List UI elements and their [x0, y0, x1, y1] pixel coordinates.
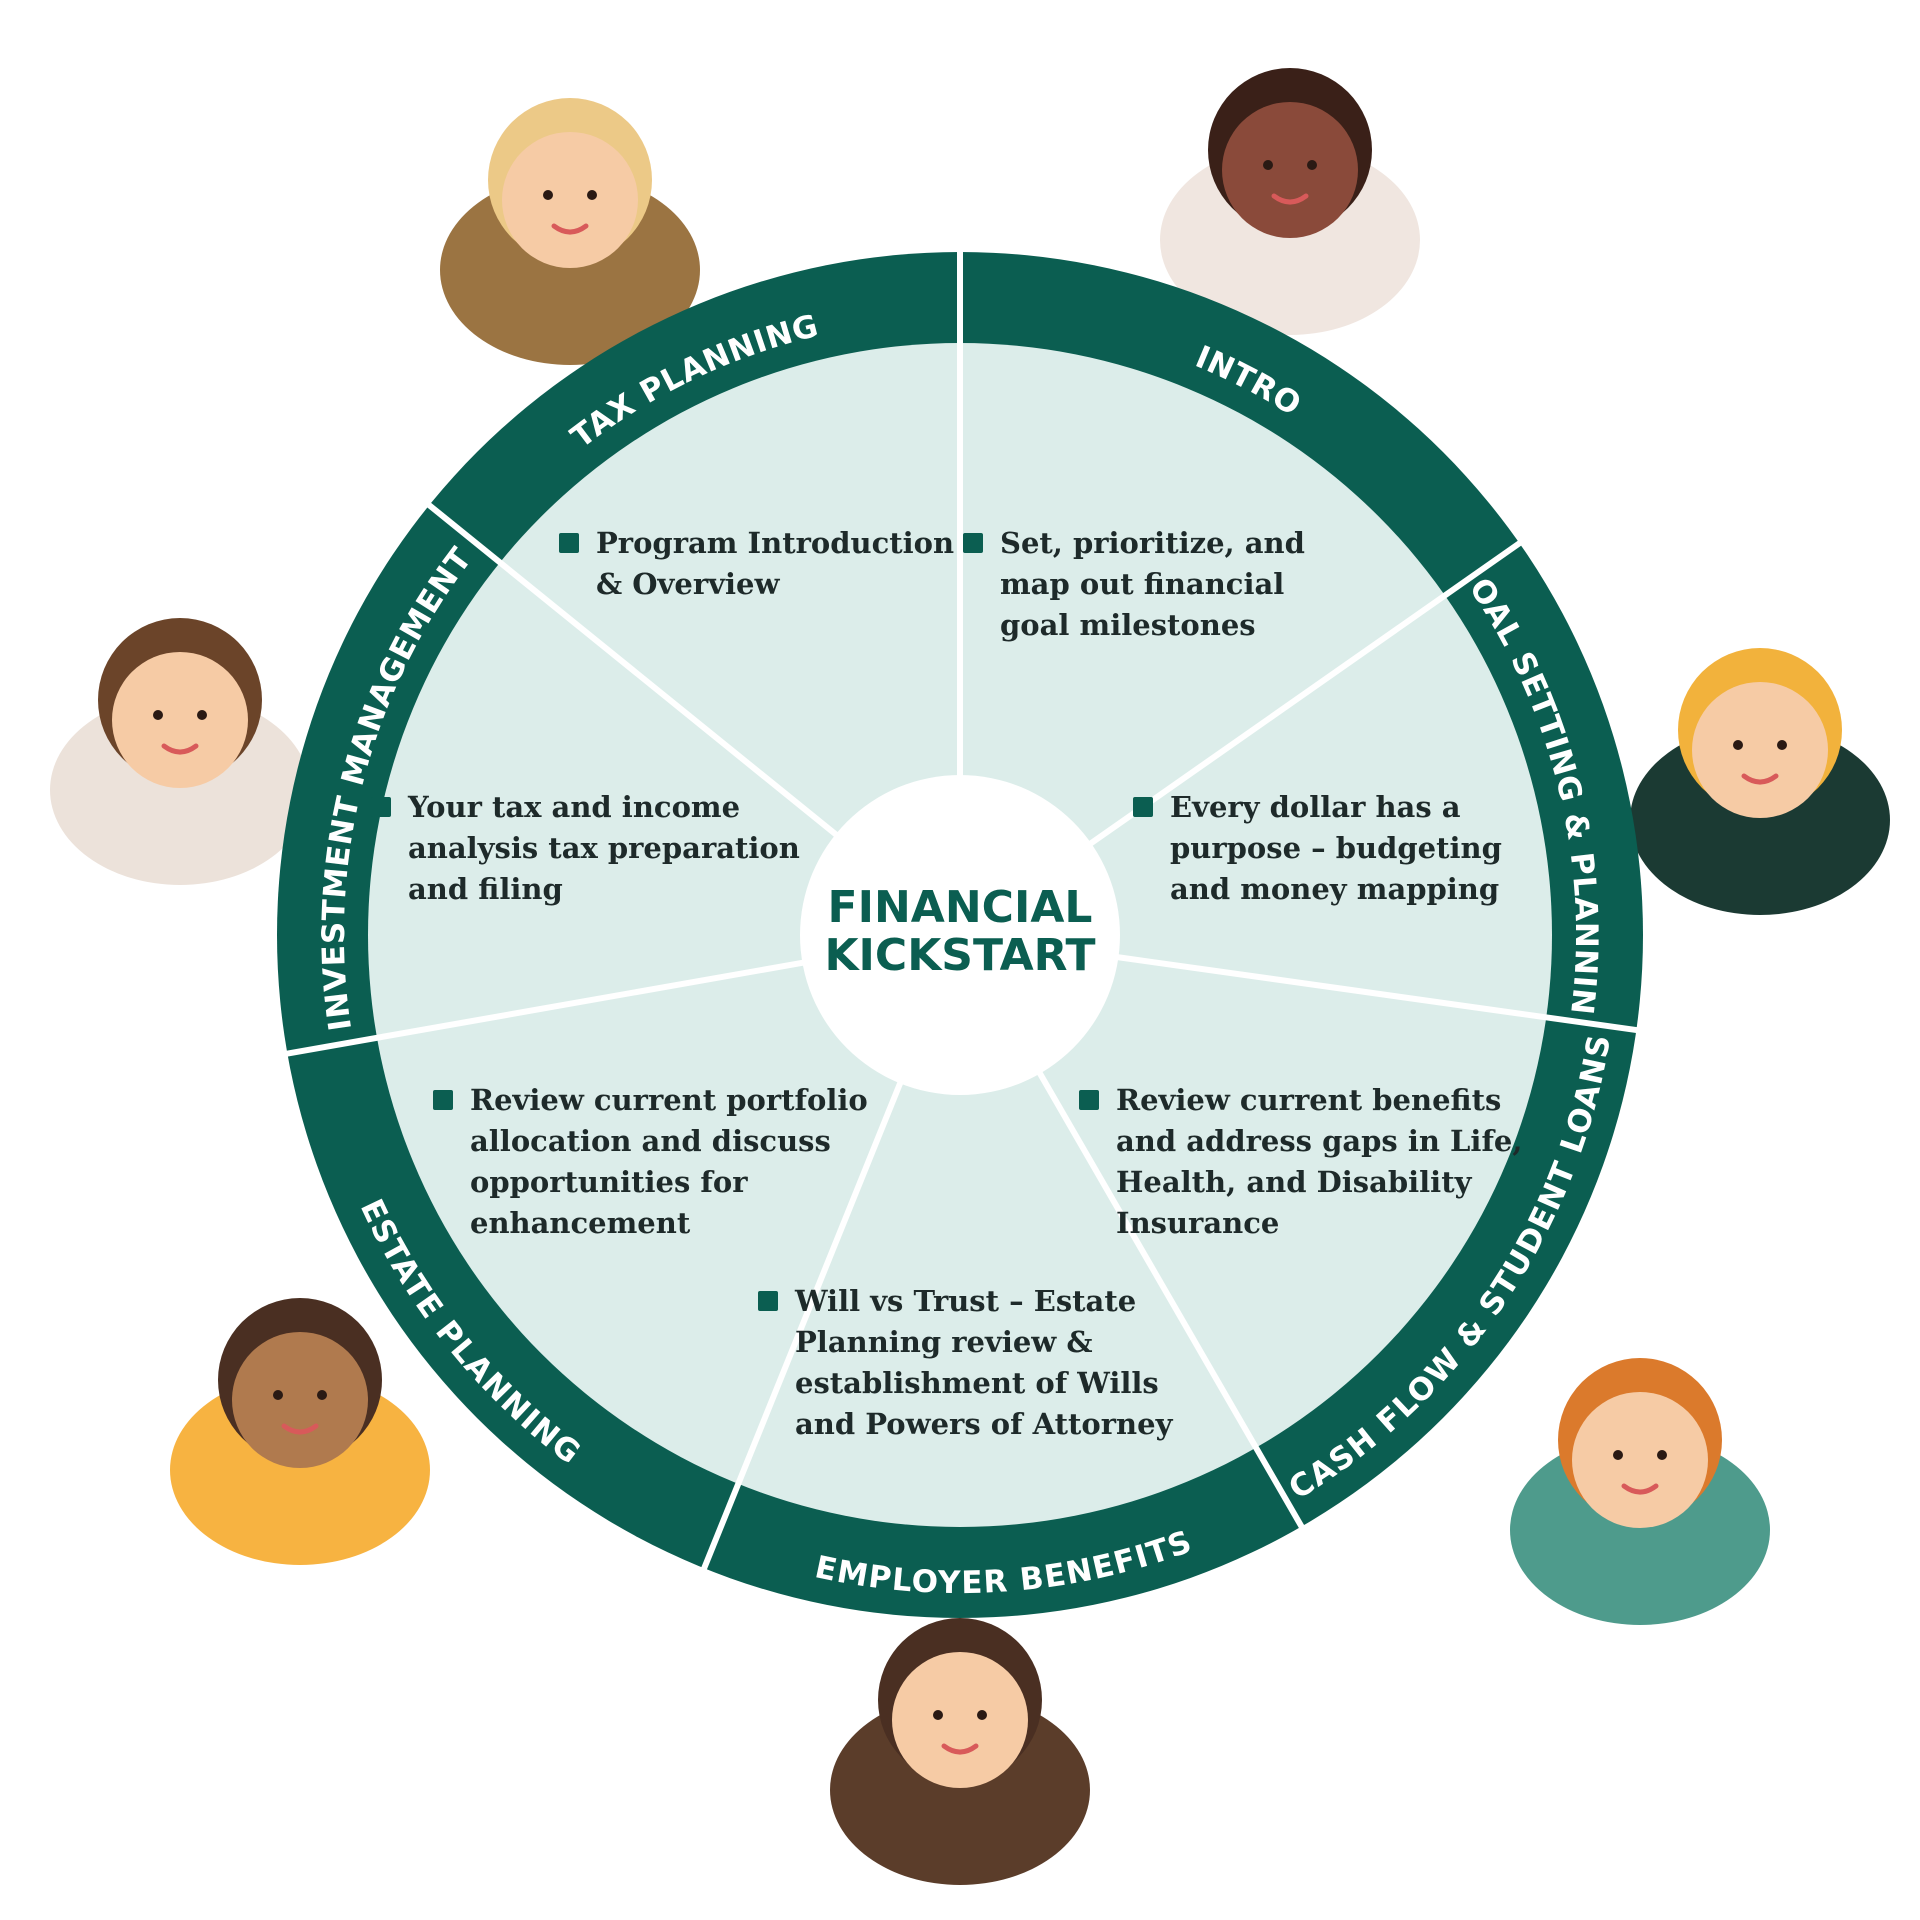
- person-eye: [273, 1390, 283, 1400]
- person-woman-with-folder: [1160, 68, 1420, 335]
- person-woman-with-glasses: [1510, 1358, 1770, 1625]
- segment-item-line: establishment of Wills: [795, 1366, 1159, 1400]
- person-face: [892, 1652, 1028, 1788]
- people-illustrations: [50, 68, 1890, 1885]
- person-eye: [1733, 740, 1743, 750]
- segment-item-line: and address gaps in Life,: [1116, 1124, 1522, 1158]
- person-eye: [1263, 160, 1273, 170]
- bullet-square-icon: [1133, 797, 1153, 817]
- person-eye: [153, 710, 163, 720]
- segment-item-line: Every dollar has a: [1170, 790, 1461, 824]
- segment-item-line: and filing: [408, 872, 563, 906]
- segment-item-5: Review current portfolio allocation and d…: [433, 1083, 868, 1240]
- segment-item-0: Program Introduction & Overview: [559, 526, 954, 601]
- bullet-square-icon: [559, 533, 579, 553]
- person-face: [1692, 682, 1828, 818]
- segment-divider: [1108, 952, 1639, 1034]
- segment-item-6: Your tax and income analysis tax preparat…: [371, 790, 800, 906]
- segment-item-line: allocation and discuss: [470, 1124, 831, 1158]
- segment-item-line: enhancement: [470, 1206, 691, 1240]
- person-eye: [317, 1390, 327, 1400]
- person-eye: [197, 710, 207, 720]
- person-mouth: [1271, 193, 1309, 205]
- person-mouth: [1621, 1483, 1659, 1495]
- person-eye: [543, 190, 553, 200]
- person-eye: [1657, 1450, 1667, 1460]
- segment-item-line: Program Introduction: [596, 526, 954, 560]
- segment-divider: [425, 501, 846, 843]
- segment-item-line: & Overview: [596, 567, 780, 601]
- person-face: [232, 1332, 368, 1468]
- segment-items: Program Introduction & Overview Set, prior…: [371, 526, 1522, 1441]
- person-face: [1572, 1392, 1708, 1528]
- person-eye: [977, 1710, 987, 1720]
- segment-item-line: and money mapping: [1170, 872, 1499, 906]
- bullet-square-icon: [371, 797, 391, 817]
- segment-item-line: Planning review &: [795, 1325, 1093, 1359]
- person-woman-waving: [440, 98, 700, 365]
- bullet-square-icon: [758, 1291, 778, 1311]
- person-mouth: [941, 1743, 979, 1755]
- person-mouth: [1741, 773, 1779, 785]
- person-face: [112, 652, 248, 788]
- segment-item-3: Review current benefits and address gaps …: [1079, 1083, 1522, 1240]
- person-eye: [1307, 160, 1317, 170]
- segment-divider: [1032, 1063, 1306, 1530]
- bullet-square-icon: [963, 533, 983, 553]
- person-man-with-tie: [50, 618, 310, 885]
- person-face: [1222, 102, 1358, 238]
- person-eye: [1777, 740, 1787, 750]
- segment-item-line: Will vs Trust – Estate: [794, 1284, 1136, 1318]
- segment-item-line: opportunities for: [470, 1165, 748, 1199]
- center-title-line2: KICKSTART: [824, 930, 1095, 981]
- segment-divider: [284, 958, 813, 1057]
- bullet-square-icon: [433, 1090, 453, 1110]
- segment-item-line: Review current portfolio: [470, 1083, 868, 1117]
- center-title-line1: FINANCIAL: [828, 882, 1093, 933]
- person-man-with-laptop: [170, 1298, 430, 1565]
- segment-divider: [700, 1072, 907, 1572]
- person-face: [502, 132, 638, 268]
- segment-item-line: Review current benefits: [1116, 1083, 1501, 1117]
- person-eye: [587, 190, 597, 200]
- segment-divider: [1081, 539, 1523, 852]
- person-graduate: [1630, 648, 1890, 915]
- person-mouth: [161, 743, 199, 755]
- person-eye: [933, 1710, 943, 1720]
- segment-item-line: Your tax and income: [407, 790, 740, 824]
- person-mouth: [551, 223, 589, 235]
- segment-item-line: purpose – budgeting: [1170, 831, 1502, 865]
- segment-dividers: [284, 250, 1639, 1572]
- segment-item-line: map out financial: [1000, 567, 1284, 601]
- segment-item-line: Set, prioritize, and: [1000, 526, 1305, 560]
- segment-item-line: Health, and Disability: [1116, 1165, 1473, 1199]
- center-circle: [800, 775, 1120, 1095]
- person-mouth: [281, 1423, 319, 1435]
- segment-item-line: and Powers of Attorney: [795, 1407, 1174, 1441]
- segment-item-2: Every dollar has a purpose – budgeting and…: [1133, 790, 1502, 906]
- segment-item-line: analysis tax preparation: [408, 831, 800, 865]
- person-eye: [1613, 1450, 1623, 1460]
- segment-item-line: Insurance: [1116, 1206, 1279, 1240]
- segment-item-1: Set, prioritize, and map out financial goa…: [963, 526, 1305, 642]
- person-woman-with-folder-bottom: [830, 1618, 1090, 1885]
- bullet-square-icon: [1079, 1090, 1099, 1110]
- segment-item-line: goal milestones: [1000, 608, 1256, 642]
